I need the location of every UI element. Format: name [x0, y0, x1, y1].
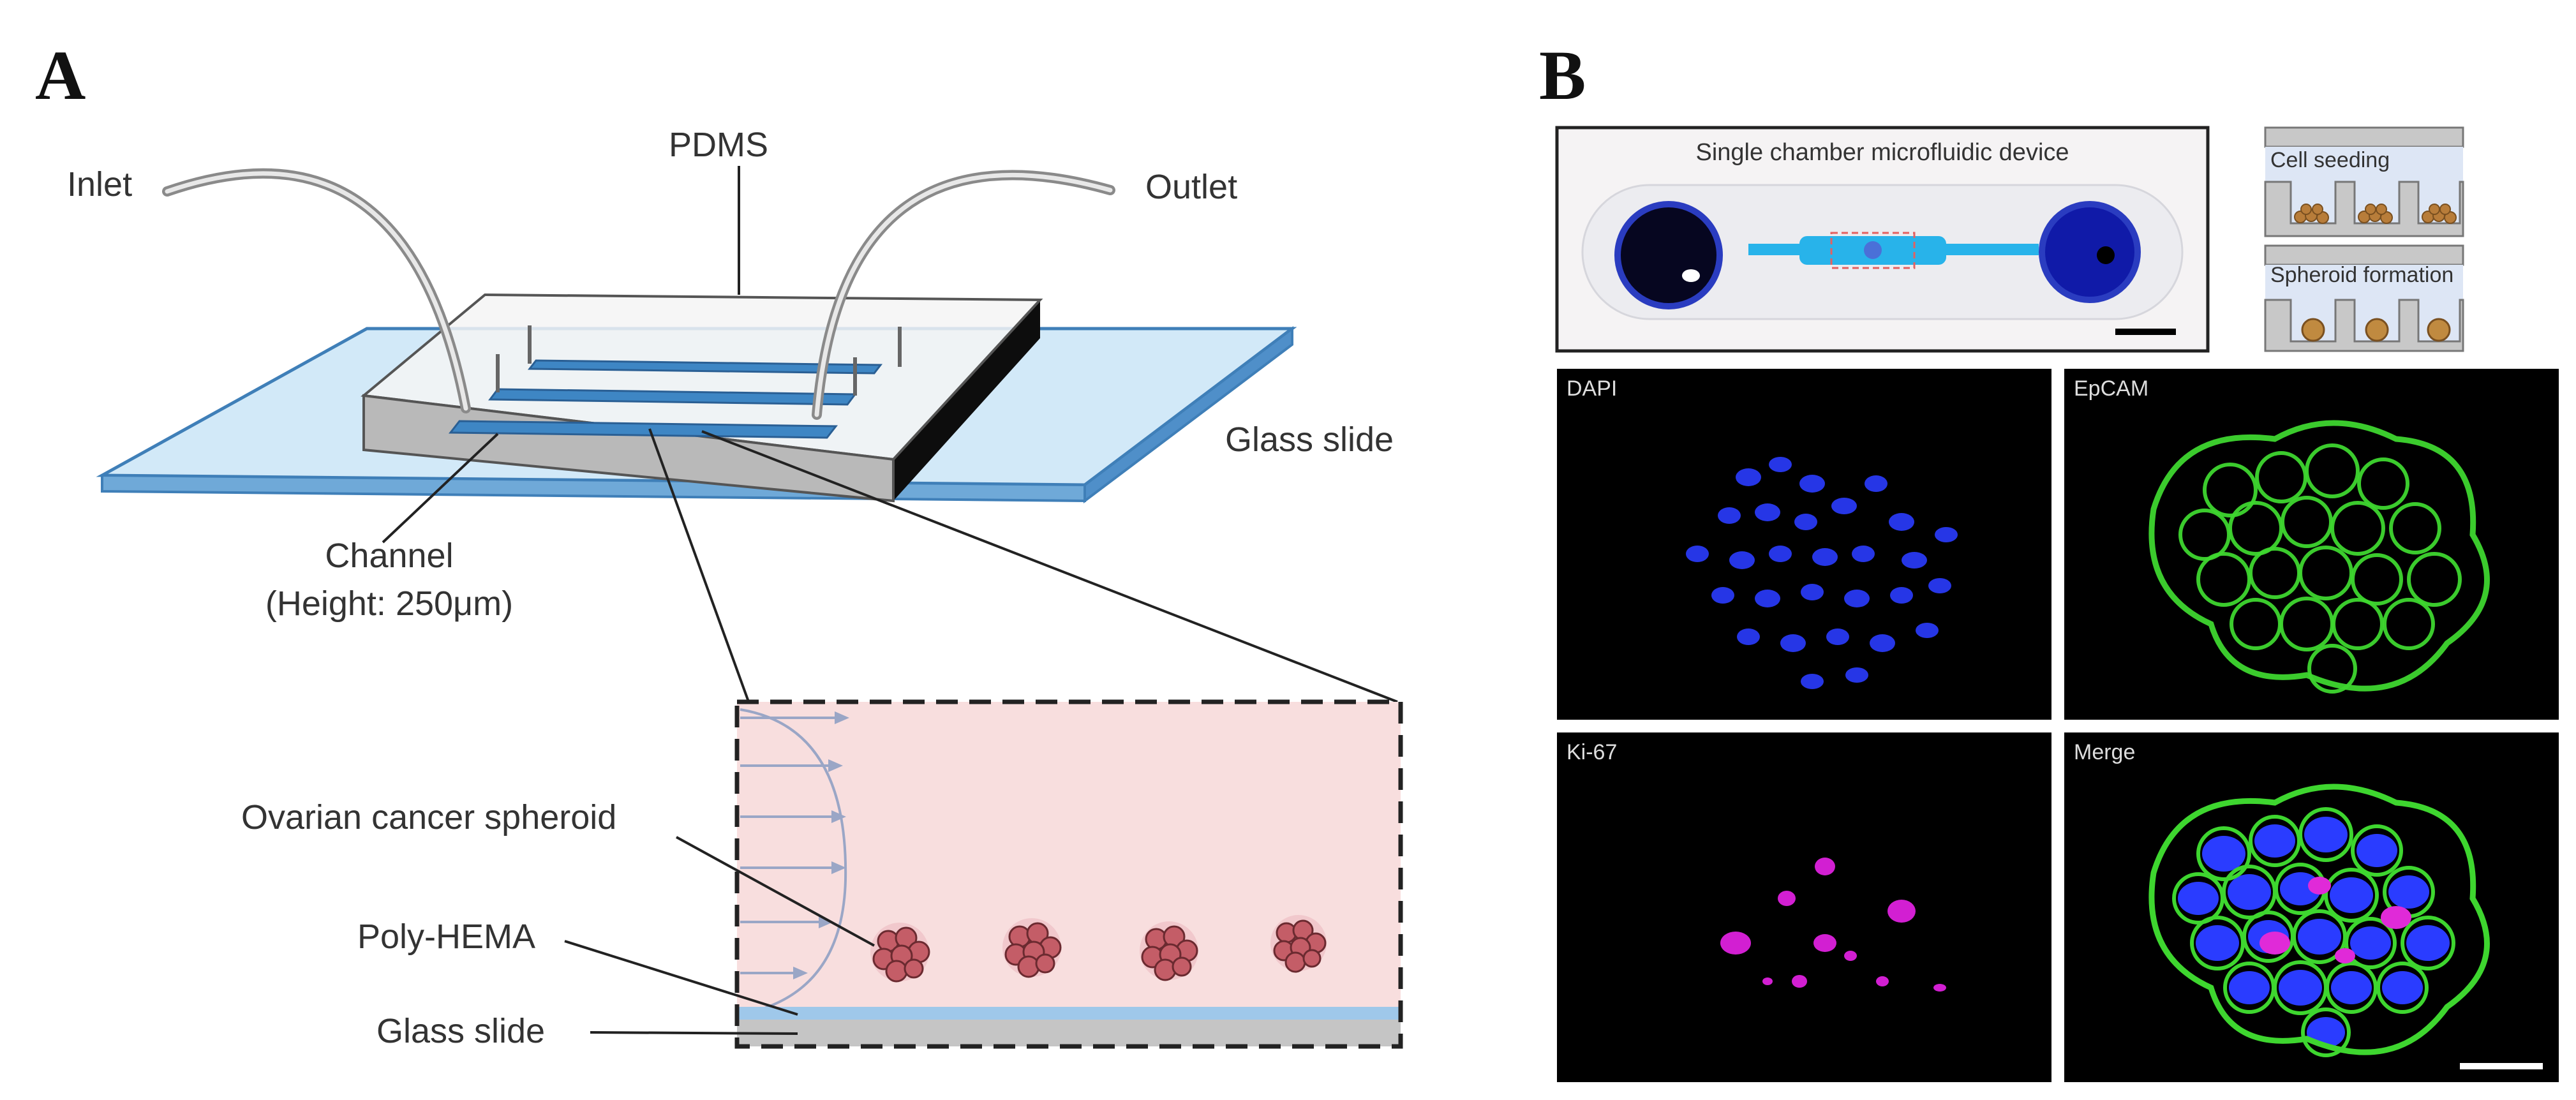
reservoir-right: [2039, 201, 2141, 303]
zoom-line-left: [648, 428, 751, 706]
label-cell-seeding: Cell seeding: [2270, 148, 2390, 172]
seeding-schematic: [2264, 126, 2464, 352]
zoom-inset: [734, 699, 1403, 1049]
poly-hema-leader: [564, 940, 798, 1016]
scale-bar-merge: [2460, 1063, 2543, 1069]
image-ki67: [1557, 732, 2051, 1082]
image-epcam: [2064, 369, 2559, 720]
image-dapi: [1557, 369, 2051, 720]
spheroid-3: [1140, 921, 1198, 981]
channel-front: [448, 420, 838, 439]
spheroid-2: [1002, 918, 1062, 978]
inset-border: [734, 699, 1403, 1049]
image-merge: [2064, 732, 2559, 1082]
zoom-line-right: [701, 430, 1398, 703]
label-inlet: Inlet: [67, 165, 133, 204]
label-ki67: Ki-67: [1567, 740, 1618, 764]
label-channel: Channel: [325, 537, 454, 575]
glass-slide-right-edge: [1083, 325, 1293, 504]
outlet-tube-highlight: [814, 172, 1113, 417]
microfluidic-device-schematic: [96, 166, 1403, 1049]
inset-glass: [737, 1020, 1401, 1046]
device-title: Single chamber microfluidic device: [1695, 139, 2069, 166]
flow-profile: [740, 708, 847, 1016]
label-spheroid-formation: Spheroid formation: [2270, 263, 2454, 287]
panel-b-letter: B: [1539, 36, 1586, 114]
spheroid-leader: [676, 836, 875, 947]
label-epcam: EpCAM: [2074, 376, 2149, 401]
spheroids: [870, 915, 1327, 983]
glass-bottom-leader: [590, 1031, 798, 1035]
label-channel-height: (Height: 250μm): [265, 584, 514, 623]
scale-bar-device: [2115, 329, 2176, 335]
label-spheroid: Ovarian cancer spheroid: [241, 798, 617, 836]
pdms-right-face: [893, 300, 1040, 501]
channel-leader: [382, 433, 499, 544]
spheroid-1: [870, 923, 930, 983]
label-dapi: DAPI: [1567, 376, 1618, 401]
flow-arrows: [740, 711, 849, 980]
inset-poly-hema: [737, 1007, 1401, 1020]
inset-medium: [737, 702, 1401, 1046]
label-poly-hema: Poly-HEMA: [357, 918, 536, 956]
ports: [496, 325, 902, 396]
reservoir-left: [1614, 201, 1723, 309]
label-outlet: Outlet: [1145, 168, 1238, 206]
channels: [448, 359, 883, 439]
channel-middle: [488, 388, 857, 406]
label-glass-slide-bottom: Glass slide: [376, 1012, 546, 1050]
panel-a-letter: A: [35, 36, 86, 114]
device-photo: [1555, 126, 2210, 353]
inlet-tube-highlight: [165, 171, 468, 411]
label-merge: Merge: [2074, 740, 2136, 764]
spheroid-4: [1270, 915, 1327, 973]
label-pdms: PDMS: [669, 126, 769, 164]
channel-back: [527, 359, 883, 375]
label-glass-slide-top: Glass slide: [1225, 420, 1394, 459]
